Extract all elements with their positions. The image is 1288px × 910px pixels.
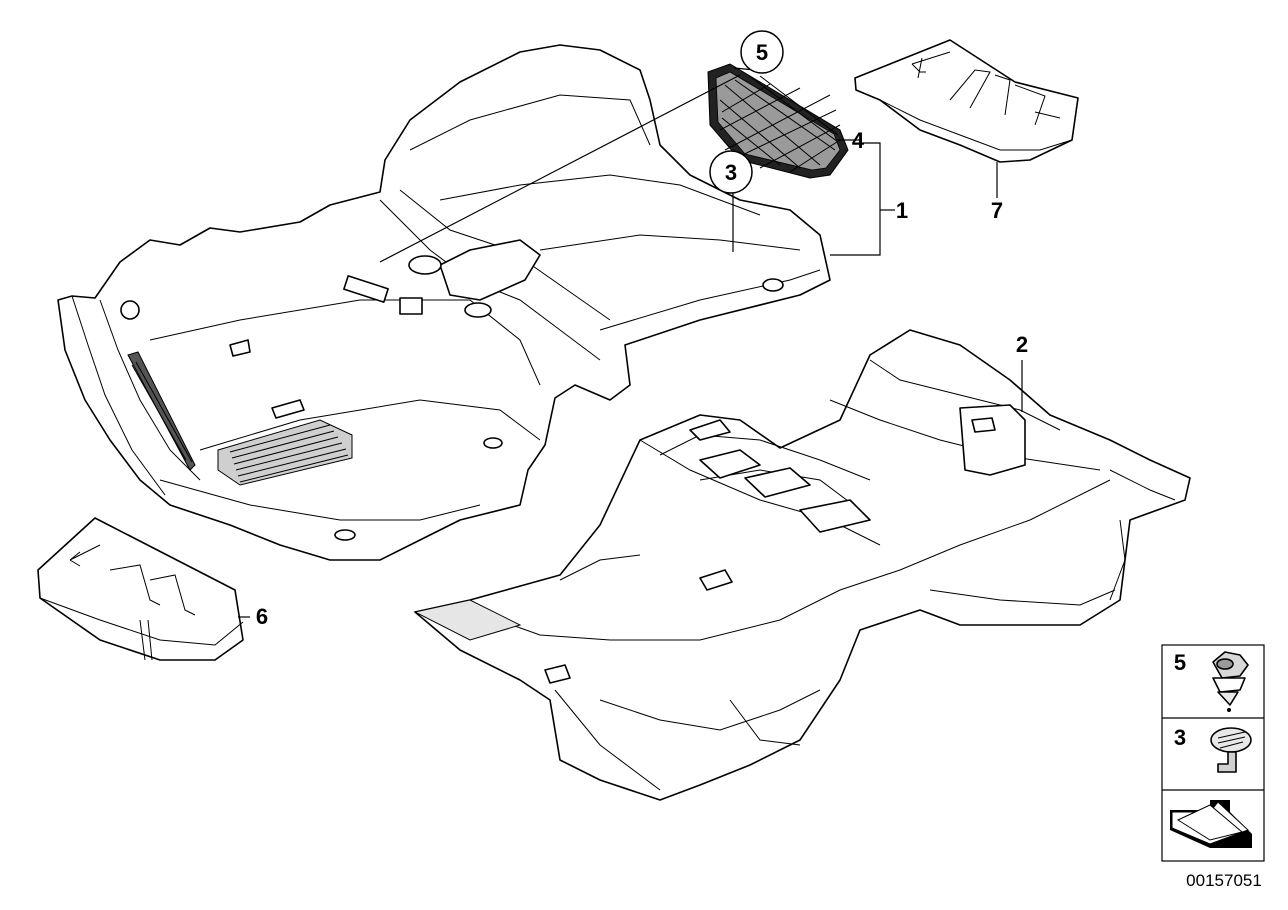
callout-2-label: 2 [1016, 332, 1028, 357]
catalog-number: 00157051 [1186, 871, 1262, 890]
callout-5: 5 [740, 30, 784, 74]
callout-5-label: 5 [756, 40, 768, 65]
push-clip-icon [1210, 727, 1252, 773]
callout-6-label: 6 [256, 604, 268, 629]
floor-mat-rear-right [854, 39, 1079, 163]
leader-lines [238, 67, 1023, 618]
legend-3-label: 3 [1174, 725, 1186, 750]
callout-3: 3 [709, 150, 753, 194]
callout-3-label: 3 [725, 160, 737, 185]
expanding-rivet-icon [1212, 651, 1249, 712]
floor-mat-front-left [37, 517, 244, 661]
callout-1-label: 1 [896, 198, 908, 223]
legend-box: 5 3 [1161, 644, 1265, 862]
front-direction-arrow-icon [1170, 800, 1252, 848]
heel-pad [217, 419, 353, 486]
callout-4-label: 4 [852, 128, 865, 153]
callout-7-label: 7 [991, 198, 1003, 223]
mesh-floor-insert [707, 63, 849, 179]
front-floor-carpet [57, 44, 831, 561]
rear-floor-carpet [413, 329, 1191, 801]
legend-5-label: 5 [1174, 650, 1186, 675]
